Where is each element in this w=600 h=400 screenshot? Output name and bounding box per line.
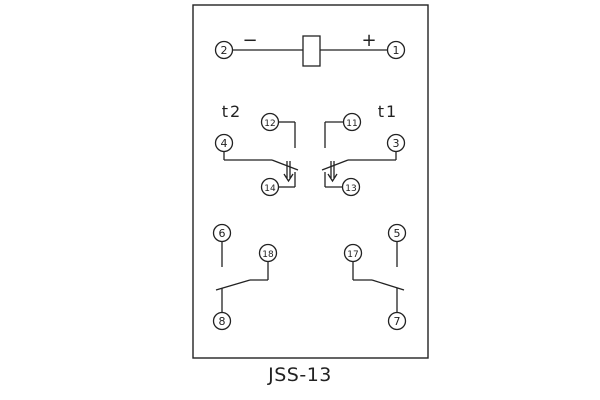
blade-t2 [271,159,299,171]
contact-group-t2 [223,121,299,188]
terminal-13-label: 13 [345,184,356,194]
coil-minus-sign: − [242,30,257,51]
diagram-frame [192,4,429,359]
terminal-2: 2 [214,40,234,60]
coil-circuit [232,35,388,67]
terminal-7-label: 7 [394,315,401,328]
terminal-17: 17 [343,243,363,263]
terminal-13: 13 [341,177,361,197]
blade-right-instant [371,279,405,291]
terminal-8: 8 [212,311,232,331]
blade-left-instant [215,279,251,291]
terminal-1-label: 1 [393,44,400,57]
terminal-5-label: 5 [394,227,401,240]
contact-group-right-instant [352,242,405,312]
terminal-8-label: 8 [219,315,226,328]
delay-arrow-t2-head [283,173,294,183]
terminal-3-label: 3 [393,137,400,150]
terminal-3: 3 [386,133,406,153]
contact-group-t1 [321,121,397,188]
terminal-18: 18 [258,243,278,263]
terminal-6-label: 6 [219,227,226,240]
model-caption: JSS-13 [268,364,332,386]
terminal-2-label: 2 [221,44,228,57]
terminal-17-label: 17 [347,250,358,260]
terminal-12-label: 12 [264,119,275,129]
terminal-12: 12 [260,112,280,132]
blade-t1 [321,159,349,171]
terminal-11: 11 [342,112,362,132]
terminal-14: 14 [260,177,280,197]
timer-label-t2: t2 [222,102,242,121]
terminal-14-label: 14 [264,184,276,194]
delay-arrow-t1-head [327,173,338,183]
terminal-5: 5 [387,223,407,243]
terminal-6: 6 [212,223,232,243]
terminal-4-label: 4 [221,137,228,150]
contact-group-left-instant [215,242,269,312]
terminal-7: 7 [387,311,407,331]
coil-symbol [302,35,321,67]
terminal-18-label: 18 [262,250,274,260]
coil-plus-sign: + [361,30,376,51]
timer-label-t1: t1 [378,102,398,121]
terminal-11-label: 11 [346,119,357,129]
terminal-1: 1 [386,40,406,60]
terminal-4: 4 [214,133,234,153]
